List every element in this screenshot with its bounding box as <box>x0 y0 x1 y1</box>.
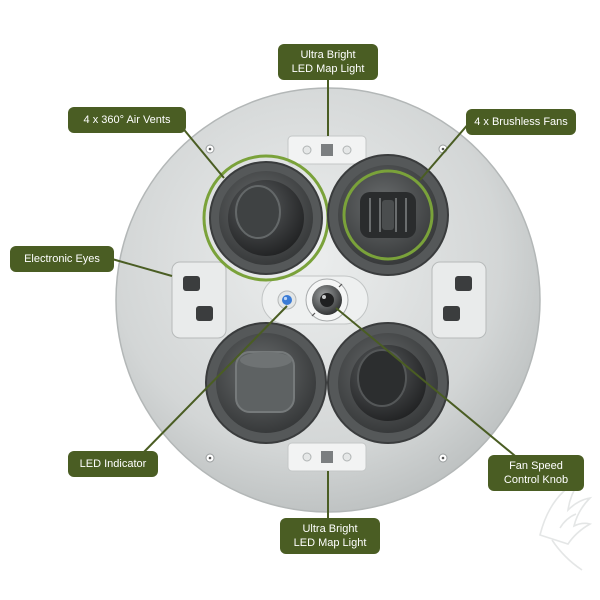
air-vent-top-left <box>202 154 330 282</box>
leader-lines <box>111 80 521 518</box>
callout-text: Electronic Eyes <box>24 253 100 265</box>
callout-map-light-bottom: Ultra Bright LED Map Light <box>280 518 380 554</box>
callout-map-light-top: Ultra Bright LED Map Light <box>278 44 378 80</box>
callout-text: Ultra Bright <box>300 49 356 61</box>
callout-electronic-eyes: Electronic Eyes <box>10 246 114 272</box>
callout-led-indicator: LED Indicator <box>68 451 158 477</box>
electronic-eyes-left <box>171 261 227 339</box>
callout-brushless-fans: 4 x Brushless Fans <box>466 109 576 135</box>
callout-text: LED Indicator <box>79 458 147 470</box>
electronic-eyes-right <box>431 261 487 339</box>
fan-speed-knob <box>305 278 349 322</box>
air-vent-bottom-right <box>327 322 449 444</box>
screw-slot <box>208 147 445 460</box>
screw-icon <box>205 144 448 463</box>
callout-text: LED Map Light <box>293 537 367 549</box>
eagle-logo-watermark <box>539 477 593 571</box>
callout-text: LED Map Light <box>291 63 365 75</box>
callout-text: 4 x Brushless Fans <box>474 116 568 128</box>
callout-text: Fan Speed <box>509 460 563 472</box>
map-light-bottom <box>287 442 367 472</box>
callout-text: Control Knob <box>503 474 569 486</box>
callout-air-vents: 4 x 360° Air Vents <box>68 107 186 133</box>
callout-fan-knob: Fan Speed Control Knob <box>488 455 584 491</box>
callout-text: 4 x 360° Air Vents <box>83 114 171 126</box>
map-light-top <box>287 135 367 165</box>
callout-text: Ultra Bright <box>302 523 358 535</box>
led-indicator <box>277 290 297 310</box>
brushless-fan-top-right <box>327 154 449 276</box>
air-vent-bottom-left <box>205 322 327 444</box>
